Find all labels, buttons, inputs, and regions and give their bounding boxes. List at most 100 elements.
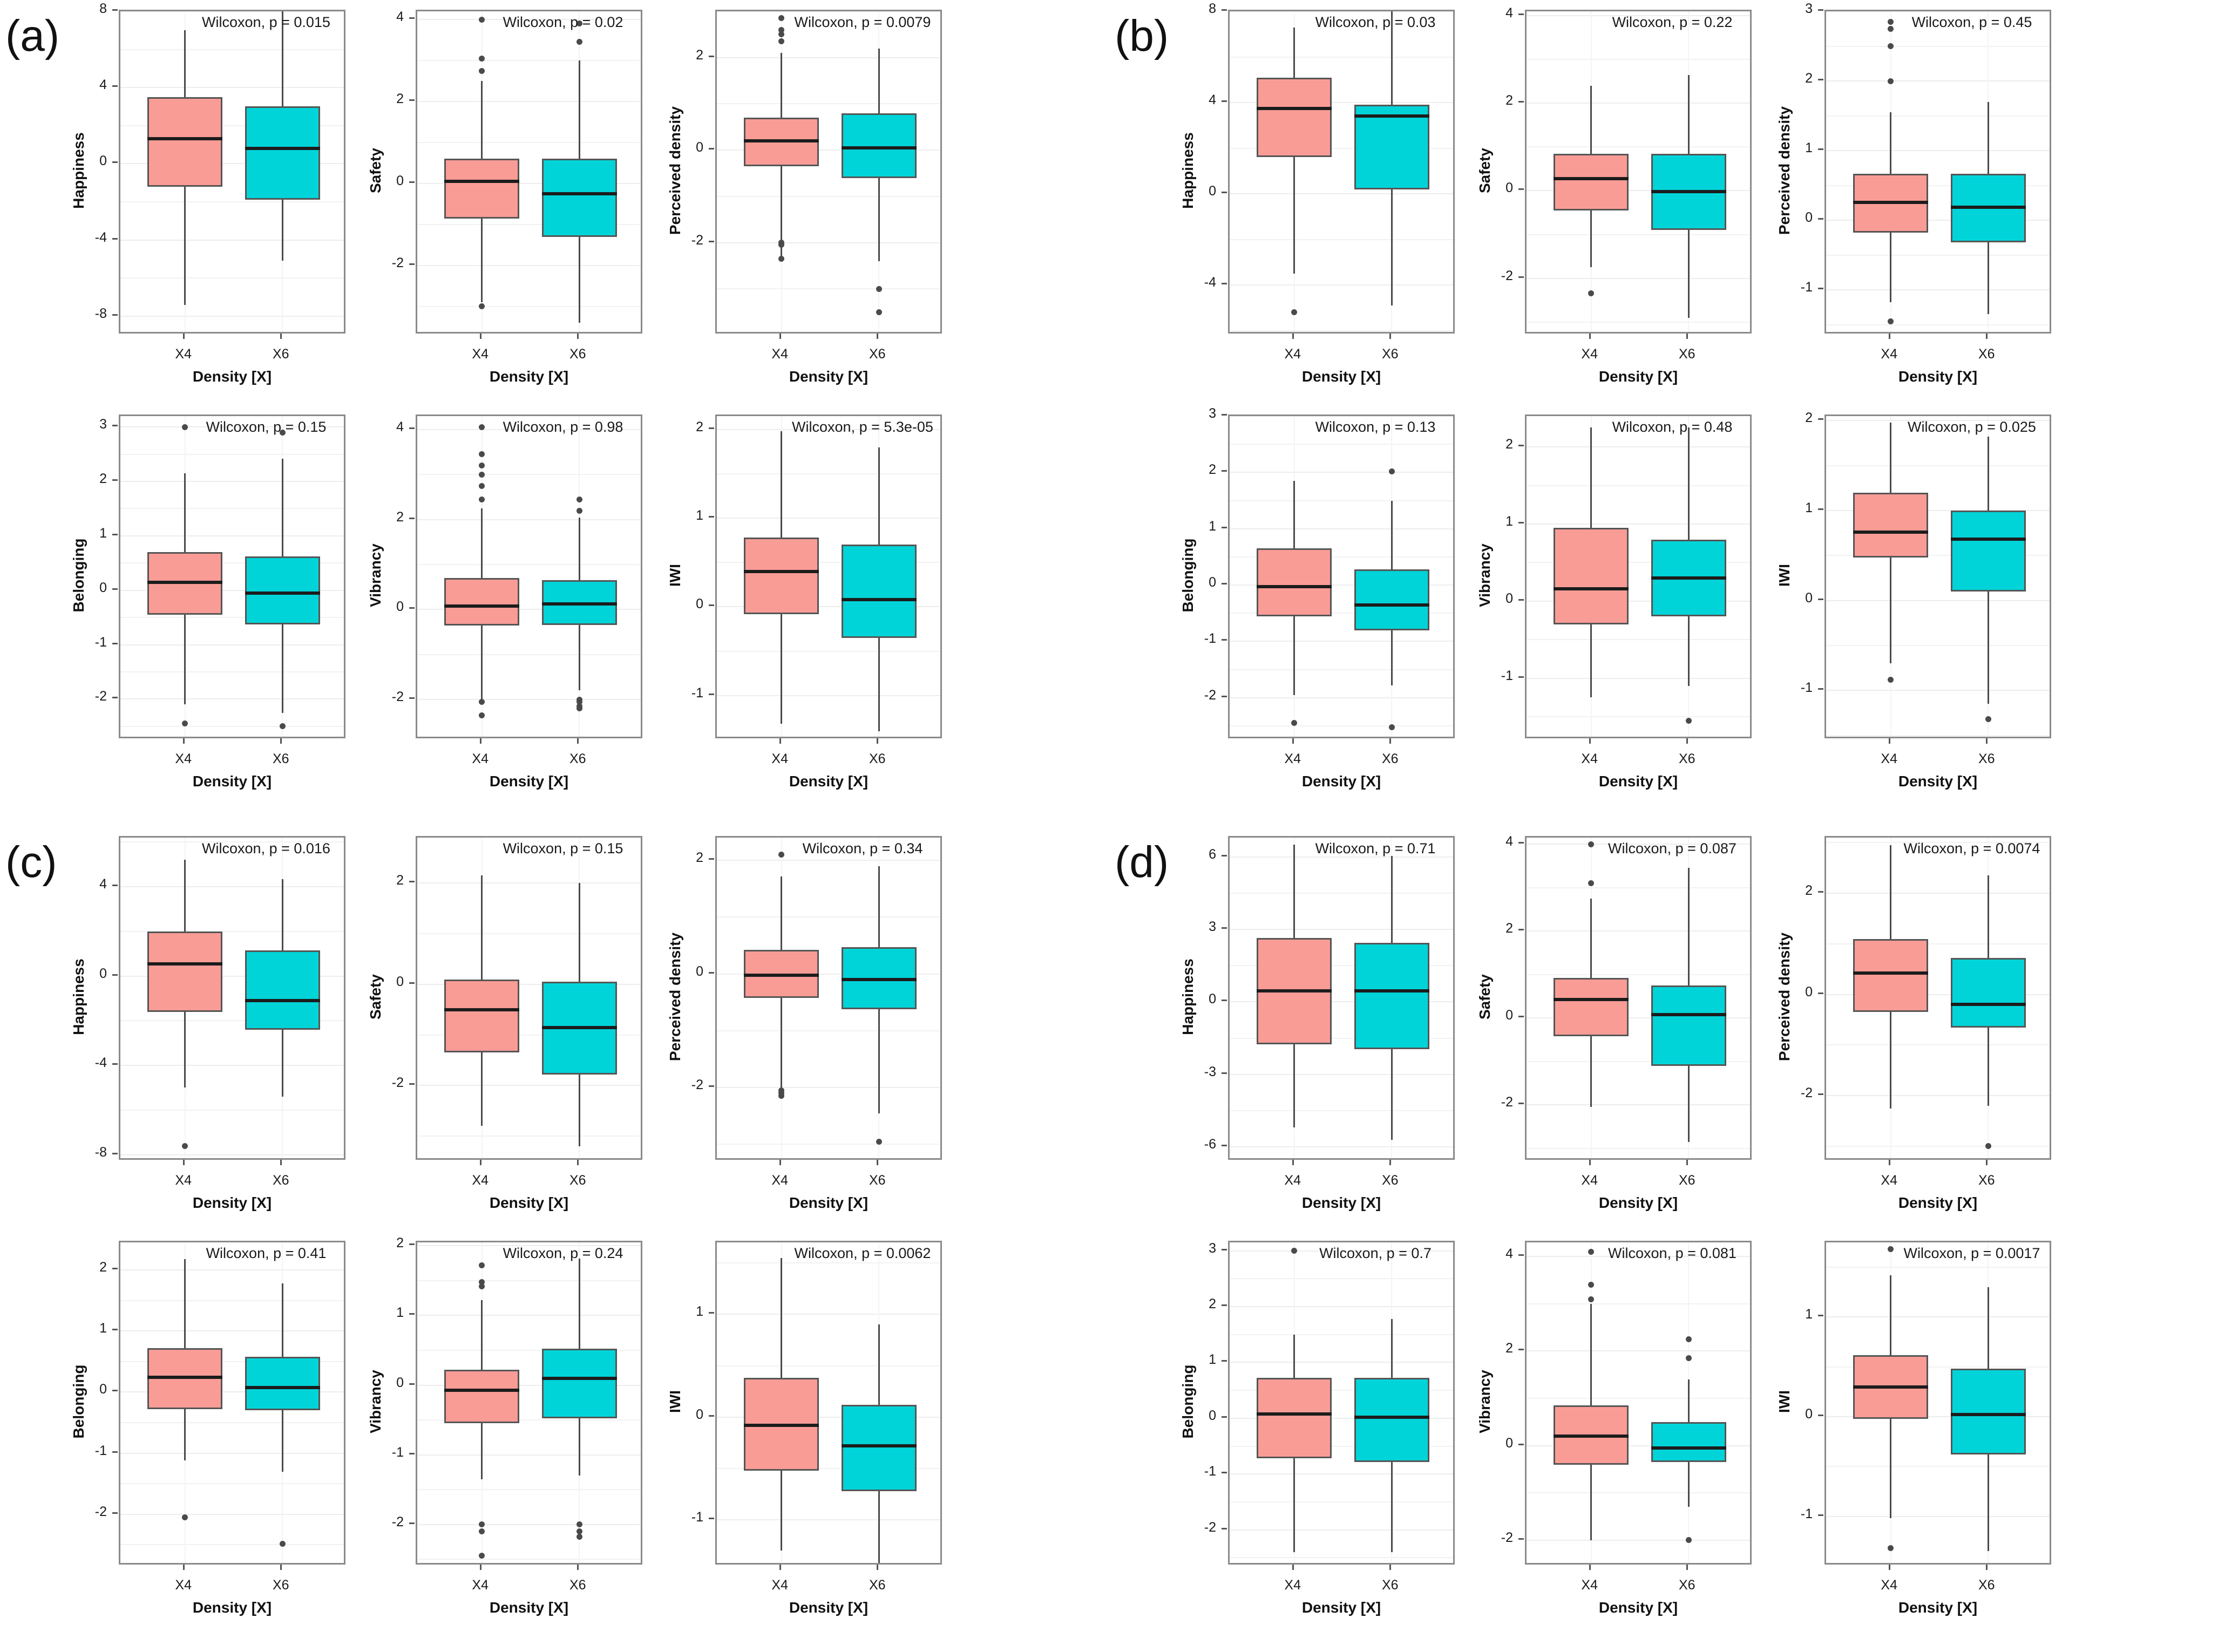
y-tick-label: 0 — [1209, 575, 1216, 590]
gridline-major — [1826, 1316, 2050, 1318]
y-tick-label: 4 — [99, 876, 107, 892]
outlier-point — [778, 852, 785, 858]
gridline-major — [1826, 11, 2050, 12]
box-X6 — [1354, 105, 1429, 189]
gridline-minor — [417, 60, 641, 62]
y-tick-label: -2 — [1204, 687, 1216, 703]
median-line-X6 — [1354, 603, 1429, 607]
box-X4 — [444, 979, 519, 1053]
gridline-major — [1230, 472, 1453, 473]
x-tick-mark — [182, 1160, 185, 1165]
y-tick-label: 0 — [1805, 1406, 1813, 1422]
y-tick-mark — [709, 858, 714, 860]
x-axis-title: Density [X] — [489, 1194, 569, 1211]
gridline-minor — [120, 562, 344, 564]
box-X4 — [1554, 978, 1629, 1037]
x-tick-mark — [280, 1160, 282, 1165]
y-tick-label: 0 — [1505, 1435, 1513, 1451]
x-tick-mark — [1686, 334, 1688, 339]
x-tick-mark — [1686, 1160, 1688, 1165]
outlier-point — [778, 1093, 785, 1099]
gridline-minor — [1826, 185, 2050, 186]
outlier-point — [876, 285, 882, 292]
x-tick-mark — [280, 334, 282, 339]
x-tick-label-X6: X6 — [273, 346, 289, 362]
gridline-minor — [1230, 1445, 1453, 1447]
y-tick-mark — [112, 974, 118, 976]
median-line-X6 — [1951, 538, 2026, 541]
y-tick-label: 0 — [99, 580, 107, 595]
outlier-point — [182, 720, 188, 727]
x-tick-label-X6: X6 — [1978, 1578, 1995, 1593]
wilcoxon-title: Wilcoxon, p = 0.087 — [1608, 840, 1737, 856]
y-tick-label: 0 — [1805, 984, 1813, 1000]
outlier-point — [479, 496, 485, 502]
y-tick-mark — [1222, 1416, 1227, 1418]
y-tick-label: 0 — [1805, 590, 1813, 606]
median-line-X6 — [1951, 1003, 2026, 1007]
gridline-minor — [717, 195, 940, 197]
gridline-minor — [1826, 1145, 2050, 1147]
y-tick-label: -1 — [94, 1443, 107, 1458]
gridline-minor — [1527, 1060, 1750, 1062]
y-tick-label: 4 — [396, 9, 404, 25]
gridline-major — [717, 1087, 940, 1089]
x-tick-mark — [1888, 738, 1890, 744]
outlier-point — [576, 21, 582, 27]
y-tick-label: 0 — [1209, 183, 1216, 199]
median-line-X4 — [1554, 587, 1629, 590]
y-tick-mark — [112, 9, 118, 11]
outlier-point — [778, 38, 785, 45]
gridline-minor — [1230, 556, 1453, 558]
median-line-X6 — [1651, 1012, 1726, 1016]
gridline-major — [1230, 1362, 1453, 1363]
gridline-minor — [1527, 1303, 1750, 1304]
y-tick-mark — [1222, 927, 1227, 929]
y-tick-label: 0 — [396, 599, 404, 615]
gridline-minor — [1527, 1398, 1750, 1399]
x-tick-mark — [577, 738, 579, 744]
outlier-point — [1588, 1282, 1595, 1288]
y-tick-mark — [709, 1518, 714, 1520]
gridline-major — [1826, 420, 2050, 422]
x-tick-label-X6: X6 — [869, 1173, 886, 1188]
gridline-minor — [1826, 254, 2050, 256]
gridline-major — [120, 87, 344, 89]
gridline-major — [717, 1519, 940, 1521]
x-axis-title: Density [X] — [789, 1194, 869, 1211]
gridline-major — [1230, 102, 1453, 103]
plot-area — [715, 836, 942, 1160]
y-tick-mark — [409, 17, 415, 19]
gridline-minor — [120, 1361, 344, 1362]
y-axis-title: Perceived density — [667, 932, 683, 1062]
gridline-minor — [1527, 1492, 1750, 1494]
y-tick-mark — [1818, 79, 1823, 81]
y-tick-label: -4 — [94, 229, 107, 245]
gridline-minor — [1826, 842, 2050, 844]
y-axis-title: Happiness — [70, 132, 87, 209]
gridline-major — [417, 1454, 641, 1456]
gridline-minor — [717, 916, 940, 918]
box-X6 — [1951, 511, 2026, 592]
gridline-major — [1527, 1539, 1750, 1541]
gridline-minor — [417, 1350, 641, 1351]
x-axis-title: Density [X] — [1301, 368, 1381, 385]
y-tick-label: -2 — [391, 255, 404, 270]
y-axis-title: Safety — [367, 147, 384, 194]
gridline-major — [1527, 930, 1750, 932]
y-tick-mark — [112, 1451, 118, 1453]
wilcoxon-title: Wilcoxon, p = 0.24 — [503, 1245, 623, 1261]
y-tick-mark — [1222, 283, 1227, 285]
outlier-point — [479, 303, 485, 310]
gridline-major — [1230, 1306, 1453, 1307]
gridline-minor — [1826, 943, 2050, 944]
x-axis-title: Density [X] — [1301, 1194, 1381, 1211]
box-X6 — [1354, 942, 1429, 1049]
y-tick-mark — [1818, 1093, 1823, 1096]
